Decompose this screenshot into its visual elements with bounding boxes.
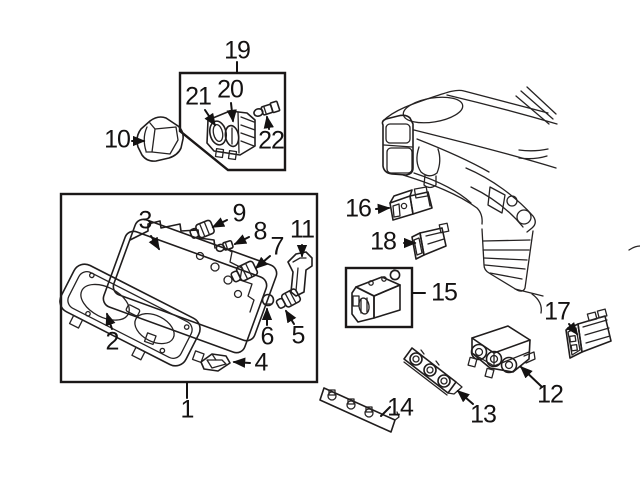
part-16-switch [389, 186, 433, 221]
leader-arrow-17 [565, 322, 578, 336]
part-label-15[interactable]: 15 [431, 278, 458, 307]
part-label-8[interactable]: 8 [253, 217, 268, 246]
part-8-bulb [215, 239, 234, 253]
leader-arrow-2 [105, 312, 116, 330]
part-label-19[interactable]: 19 [224, 36, 251, 65]
part-14-bulb-strip [319, 387, 400, 433]
leader-arrow-5 [285, 309, 297, 325]
part-label-1[interactable]: 1 [180, 395, 195, 424]
part-10-cover [136, 116, 184, 162]
leader-arrow-21 [204, 109, 216, 127]
part-15-relay [351, 269, 401, 323]
part-label-3[interactable]: 3 [138, 206, 153, 235]
part-label-7[interactable]: 7 [270, 232, 285, 261]
part-label-17[interactable]: 17 [544, 297, 571, 326]
leader-arrow-22 [263, 115, 274, 130]
part-11-bracket [287, 251, 313, 297]
leader-line-14 [380, 406, 391, 417]
part-12-control-unit [467, 325, 536, 379]
part-label-9[interactable]: 9 [232, 199, 247, 228]
dashboard-outline [381, 86, 640, 314]
part-label-18[interactable]: 18 [370, 227, 397, 256]
leader-arrow-4 [232, 357, 251, 368]
part-label-5[interactable]: 5 [291, 321, 306, 350]
leader-arrow-9 [211, 217, 228, 228]
part-4-bracket [200, 353, 231, 372]
leader-arrows [105, 102, 578, 405]
leader-arrow-12 [519, 365, 543, 388]
part-label-14[interactable]: 14 [387, 393, 414, 422]
leader-arrow-7 [254, 255, 271, 270]
part-label-16[interactable]: 16 [345, 194, 372, 223]
leader-arrow-16 [375, 203, 391, 215]
part-label-10[interactable]: 10 [104, 125, 131, 154]
part-20-21-switch-assembly [206, 110, 256, 161]
part-18-switch [411, 222, 450, 260]
part-label-13[interactable]: 13 [470, 400, 497, 429]
part-5-bulb-socket [275, 288, 302, 309]
part-17-switch [565, 308, 612, 359]
part-label-12[interactable]: 12 [537, 380, 564, 409]
part-3-cluster-housing [102, 218, 278, 364]
part-6-bulb [261, 293, 275, 307]
part-label-21[interactable]: 21 [185, 82, 212, 111]
part-13-faceplate [403, 347, 463, 396]
part-7-bulb-socket [230, 260, 259, 283]
group-box-19 [178, 71, 287, 172]
part-label-6[interactable]: 6 [260, 322, 275, 351]
leader-arrow-20 [226, 102, 237, 123]
part-label-22[interactable]: 22 [258, 126, 285, 155]
group-box-15 [344, 266, 414, 329]
part-label-2[interactable]: 2 [105, 327, 120, 356]
leader-arrow-13 [456, 389, 474, 405]
part-2-cluster-lens [59, 263, 201, 367]
leader-arrow-3 [148, 235, 160, 251]
part-label-20[interactable]: 20 [217, 75, 244, 104]
part-22-bulb [253, 100, 281, 117]
group-box-1 [59, 192, 319, 384]
part-label-11[interactable]: 11 [290, 215, 315, 244]
part-label-4[interactable]: 4 [254, 348, 269, 377]
leader-arrow-8 [233, 234, 250, 245]
